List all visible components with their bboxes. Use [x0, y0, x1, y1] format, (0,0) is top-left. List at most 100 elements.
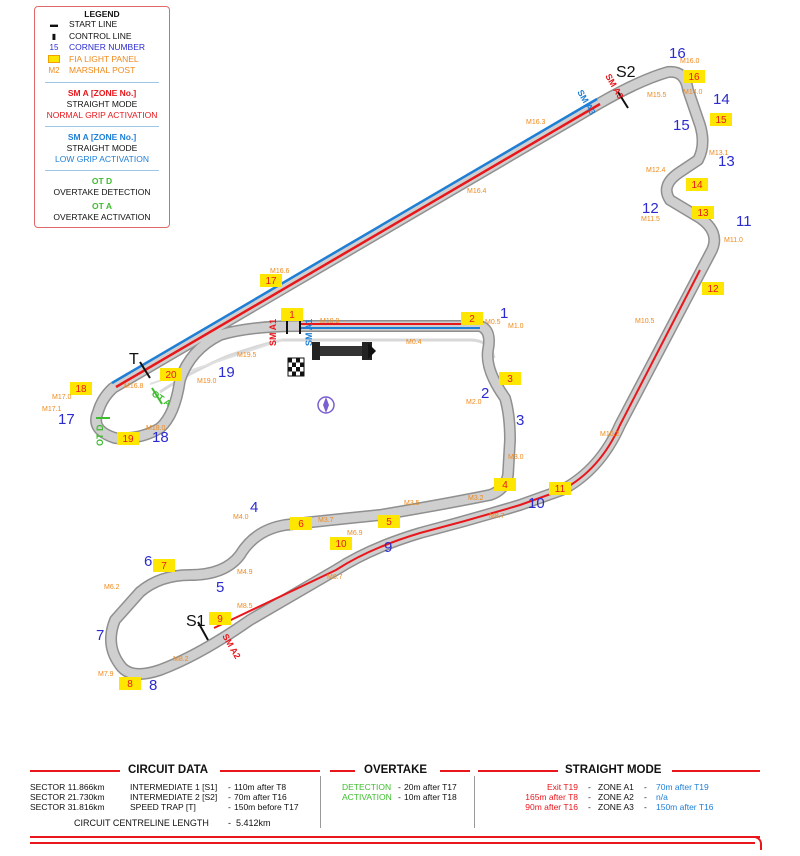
- marshal-post-M6.7: M6.7: [327, 574, 343, 581]
- corner-number-19: 19: [218, 364, 235, 381]
- compass-icon: [317, 396, 335, 414]
- sm-zone-a3-blue: [111, 97, 598, 385]
- corner-number-13: 13: [718, 153, 735, 170]
- sep: -: [228, 802, 231, 812]
- marshal-post-M6.2: M6.2: [104, 584, 120, 591]
- legend-sm-blue-line1: STRAIGHT MODE: [66, 142, 138, 153]
- corner-number-12: 12: [642, 200, 659, 217]
- rule: [672, 770, 760, 772]
- legend-divider: [45, 125, 159, 127]
- fia-light-panel-1: [281, 308, 303, 321]
- marshal-post-M3.2: M3.2: [468, 495, 484, 502]
- sm-a1-position: Exit T19: [546, 782, 578, 792]
- legend-start-line: ▬ START LINE: [35, 19, 169, 31]
- legend-corner-number: 15 CORNER NUMBER: [35, 42, 169, 54]
- marshal-post-M16.8: M16.8: [124, 383, 144, 390]
- rule: [220, 770, 320, 772]
- centreline-value: 5.412km: [236, 818, 271, 828]
- fia-light-panel-label-8: 8: [127, 679, 133, 690]
- sep: -: [588, 802, 591, 812]
- rule: [30, 770, 120, 772]
- activation-value: 10m after T18: [404, 792, 457, 802]
- marshal-post-M11.5: M11.5: [641, 216, 660, 223]
- track-surface: [91, 67, 719, 679]
- speed-trap-label: SPEED TRAP [T]: [130, 802, 196, 812]
- marshal-post-M8.5: M8.5: [237, 603, 253, 610]
- fia-light-panel-label-17: 17: [265, 276, 277, 287]
- legend-divider: [45, 81, 159, 83]
- corner-number-4: 4: [250, 499, 258, 516]
- sep: -: [398, 792, 401, 802]
- fia-light-panel-18: [70, 382, 92, 395]
- s1-line: [197, 621, 209, 641]
- sep: -: [228, 818, 231, 828]
- bottom-rule: [30, 842, 755, 844]
- legend-ot-d-title: OT D: [91, 175, 113, 186]
- fia-light-panel-9: [209, 612, 231, 625]
- sep: -: [644, 792, 647, 802]
- corner-number-1: 1: [500, 305, 508, 322]
- sm-a3-position: 90m after T16: [525, 802, 578, 812]
- corner-number-symbol: 15: [49, 43, 59, 52]
- fia-light-panel-19: [117, 432, 139, 445]
- fia-light-panel-label-13: 13: [697, 208, 709, 219]
- fia-light-panel-label-19: 19: [122, 434, 134, 445]
- marshal-post-M16.6: M16.6: [270, 268, 290, 275]
- sep: -: [398, 782, 401, 792]
- sep: -: [588, 792, 591, 802]
- corner-number-14: 14: [713, 91, 730, 108]
- fia-light-panel-label-5: 5: [386, 517, 392, 528]
- marshal-post-M14.0: M14.0: [683, 89, 703, 96]
- legend-sm-red-line2: NORMAL GRIP ACTIVATION: [46, 109, 158, 120]
- fia-light-panel-label-9: 9: [217, 614, 223, 625]
- fia-light-panel-label-1: 1: [289, 310, 295, 321]
- legend-label: MARSHAL POST: [69, 65, 136, 75]
- marshal-post-M4.0: M4.0: [233, 514, 249, 521]
- marshal-post-M6.9: M6.9: [347, 530, 363, 537]
- marshal-post-M1.0: M1.0: [508, 323, 524, 330]
- sector-1-label: S1: [186, 613, 206, 630]
- marshal-post-M3.7: M3.7: [318, 517, 334, 524]
- legend-sm-red-line1: STRAIGHT MODE: [66, 98, 138, 109]
- corner-number-7: 7: [96, 627, 104, 644]
- sm-a1-zone: ZONE A1: [598, 782, 634, 792]
- marshal-post-M16.3: M16.3: [526, 119, 546, 126]
- marshal-post-M0.5: M0.5: [485, 319, 501, 326]
- marshal-post-M18.0: M18.0: [146, 425, 166, 432]
- fia-light-panel-11: [549, 482, 571, 495]
- start-line-icon: ▬: [50, 20, 58, 29]
- fia-light-panel-2: [461, 312, 483, 325]
- sep: -: [588, 782, 591, 792]
- corner-number-8: 8: [149, 677, 157, 694]
- sm-zone-a2-red: [213, 269, 701, 629]
- marshal-post-M8.7: M8.7: [489, 513, 505, 520]
- fia-light-panel-label-7: 7: [161, 561, 167, 572]
- legend-sm-blue-line2: LOW GRIP ACTIVATION: [55, 153, 149, 164]
- control-line-icon: ▮: [51, 31, 57, 41]
- corner-number-18: 18: [152, 429, 169, 446]
- fia-light-panel-16: [683, 70, 705, 83]
- fia-light-panel-17: [260, 274, 282, 287]
- marshal-post-symbol: M2: [48, 66, 60, 75]
- centreline-label: CIRCUIT CENTRELINE LENGTH: [74, 818, 209, 828]
- legend-label: START LINE: [69, 19, 118, 29]
- detection-label: DETECTION: [342, 782, 392, 792]
- fia-light-panel-label-14: 14: [691, 180, 703, 191]
- legend-title: LEGEND: [84, 9, 120, 19]
- detection-value: 20m after T17: [404, 782, 457, 792]
- fia-light-panel-label-3: 3: [507, 374, 513, 385]
- marshal-post-M17.1: M17.1: [42, 406, 62, 413]
- fia-light-panel-3: [499, 372, 521, 385]
- sector-1-value: 1.866km: [72, 782, 105, 792]
- corner-number-17: 17: [58, 411, 75, 428]
- activation-label: ACTIVATION: [342, 792, 392, 802]
- marshal-post-M11.0: M11.0: [724, 237, 743, 244]
- rule: [330, 770, 355, 772]
- ot-a-line: [151, 387, 163, 405]
- intermediate-1-label: INTERMEDIATE 1 [S1]: [130, 782, 218, 792]
- legend-sm-red-title: SM A [ZONE No.]: [67, 87, 137, 98]
- column-divider: [474, 776, 475, 828]
- legend-label: CORNER NUMBER: [69, 42, 146, 52]
- corner-number-16: 16: [669, 45, 686, 62]
